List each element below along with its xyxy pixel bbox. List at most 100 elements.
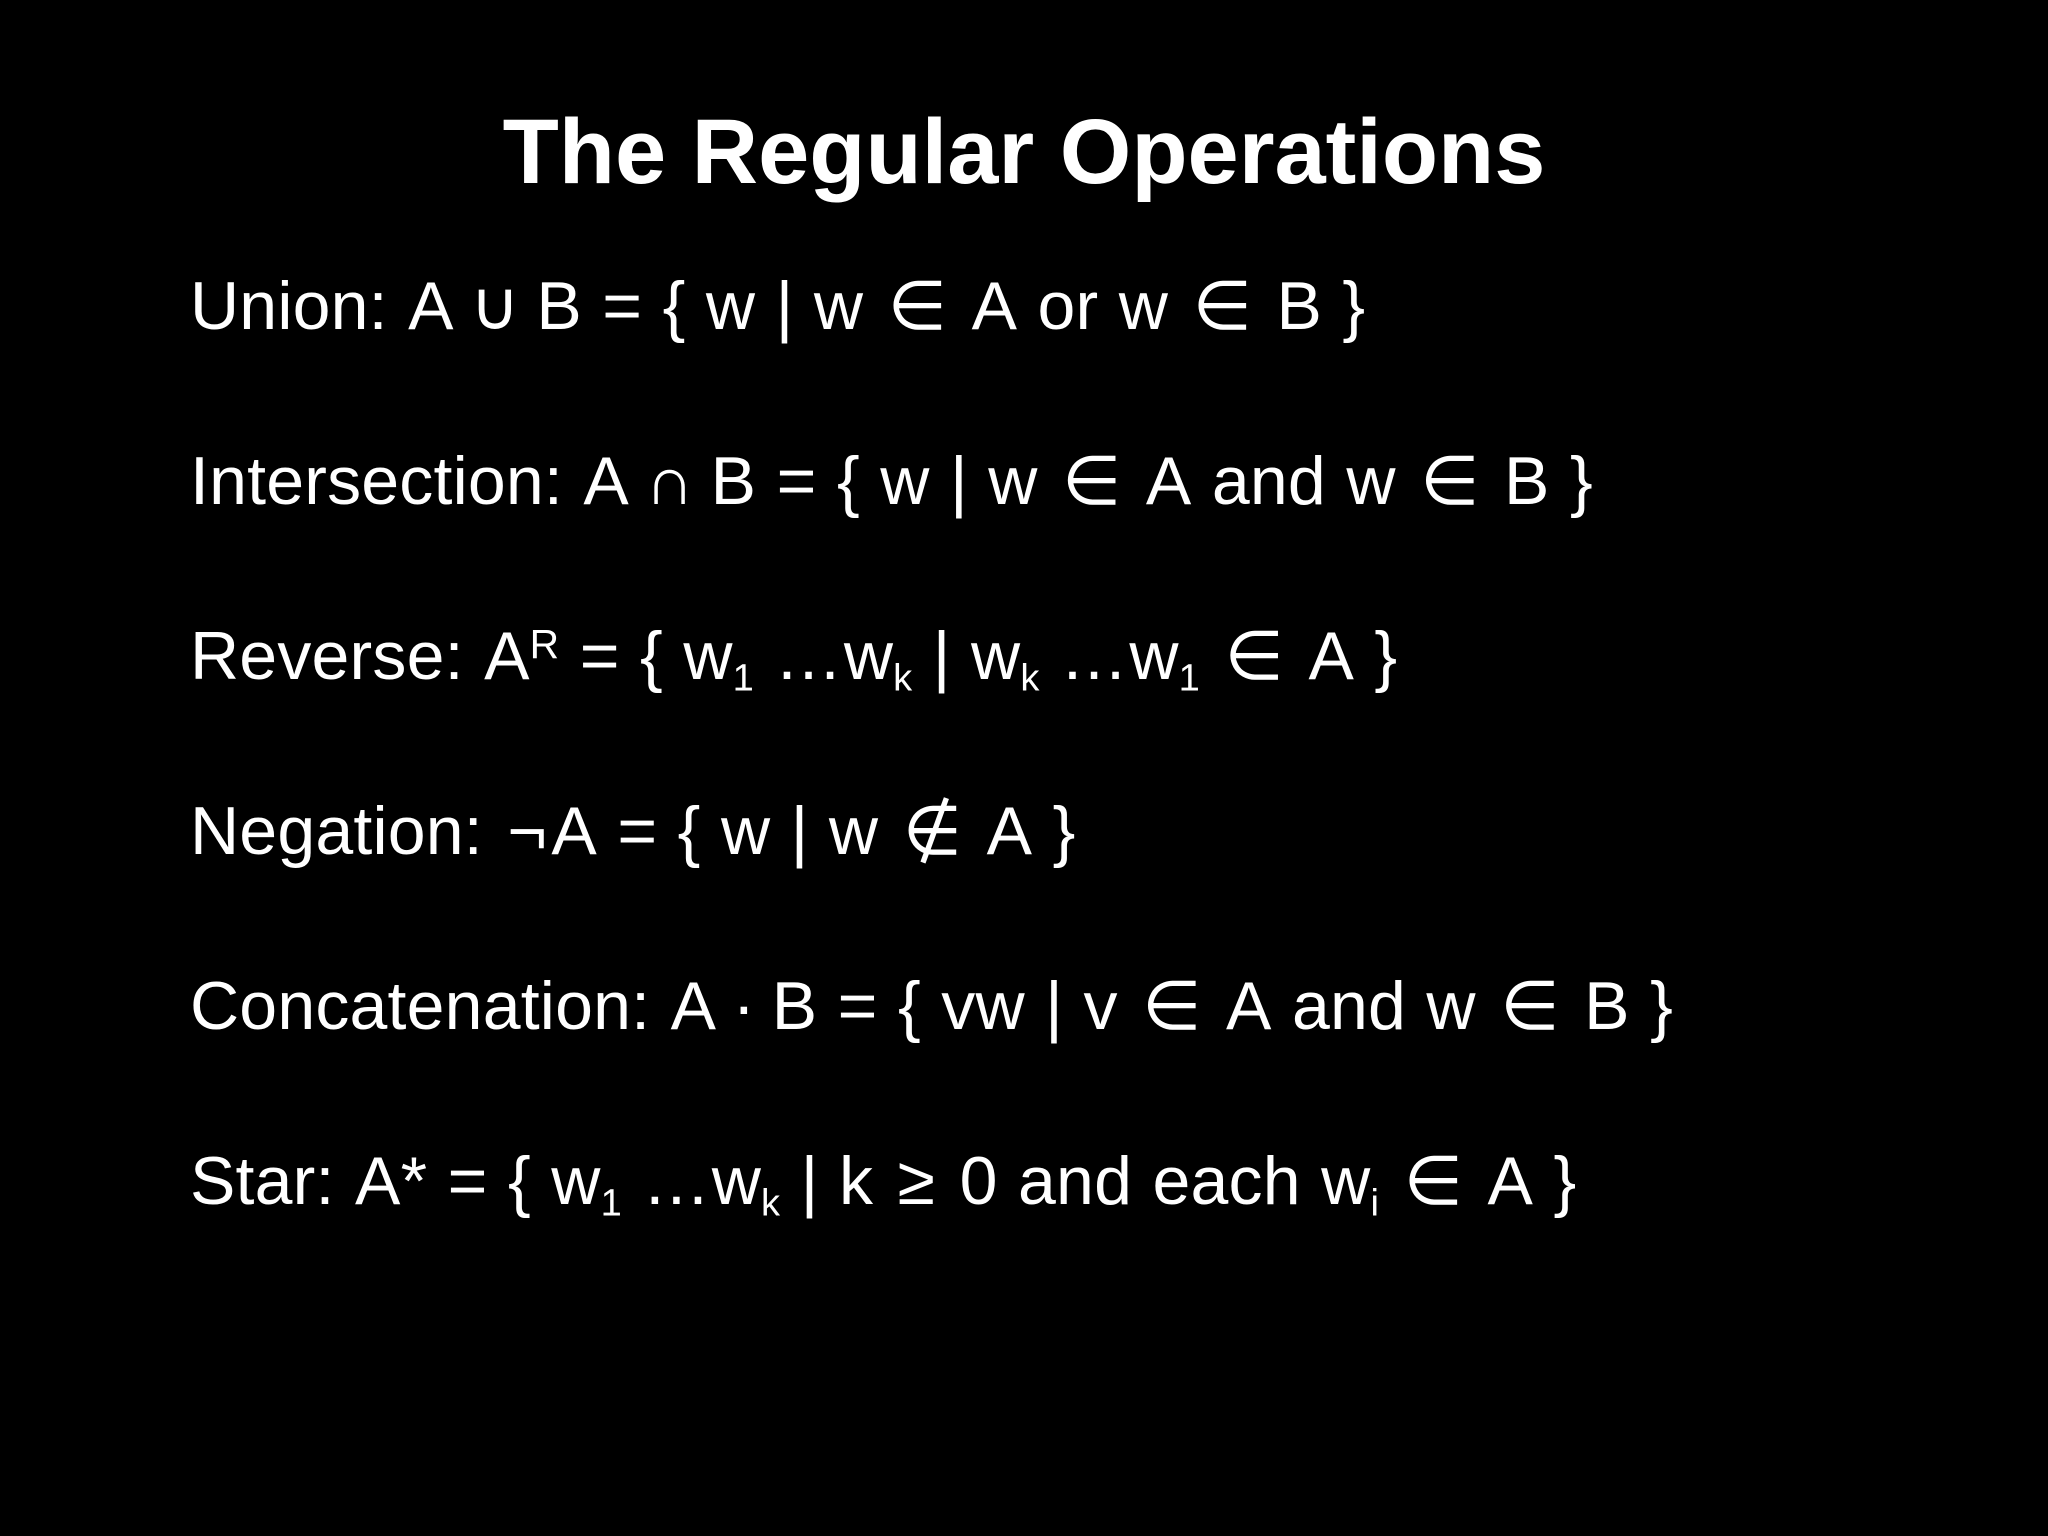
reverse-ellipsis: … <box>1059 618 1130 694</box>
concat-cond1-set: A <box>1226 968 1272 1044</box>
star-close-brace: } <box>1553 1143 1577 1219</box>
intersection-connective: and <box>1211 443 1326 519</box>
star-zero: 0 <box>959 1143 998 1219</box>
intersection-cond2-set: B <box>1504 443 1550 519</box>
element-of-icon: ∈ <box>1403 1143 1464 1219</box>
reverse-sub-1: 1 <box>732 657 755 700</box>
reverse-w-rev-last: w <box>1129 618 1179 694</box>
star-each: each <box>1152 1143 1301 1219</box>
dot-operator-icon: · <box>732 968 756 1044</box>
star-sub-1: 1 <box>600 1182 622 1225</box>
star-w-first: w <box>551 1143 601 1219</box>
operation-label-negation: Negation: <box>190 793 483 869</box>
negation-cond-var: w <box>828 793 879 869</box>
star-set: A <box>1487 1143 1534 1219</box>
concat-connective: and <box>1291 968 1407 1044</box>
negation-close-brace: } <box>1052 793 1076 869</box>
reverse-set: A <box>1308 618 1354 694</box>
reverse-equals: = <box>579 618 620 694</box>
element-of-icon: ∈ <box>1192 268 1252 344</box>
union-close-brace: } <box>1342 268 1366 344</box>
reverse-open-brace: { <box>640 618 663 694</box>
operation-label-reverse: Reverse: <box>190 618 464 694</box>
star-asterisk-icon: * <box>400 1143 428 1219</box>
concat-left-operand: A <box>670 968 717 1044</box>
operation-negation: Negation:¬A={w|w∉A} <box>190 797 1990 865</box>
negation-cond-set: A <box>986 793 1033 869</box>
reverse-sub-k: k <box>893 657 913 700</box>
element-of-icon: ∈ <box>1062 443 1122 519</box>
reverse-sub-k: k <box>1020 657 1040 700</box>
operation-label-intersection: Intersection: <box>190 443 564 519</box>
reverse-such-that-bar: | <box>932 618 951 694</box>
union-left-operand: A <box>408 268 454 344</box>
intersection-open-brace: { <box>836 443 860 519</box>
union-cond1-set: A <box>971 268 1018 344</box>
reverse-base: A <box>484 618 530 694</box>
negation-such-that-bar: | <box>790 793 809 869</box>
intersection-cond1-var: w <box>988 443 1038 519</box>
intersection-cond1-set: A <box>1145 443 1192 519</box>
reverse-ellipsis: … <box>774 618 844 694</box>
intersection-cond2-var: w <box>1346 443 1396 519</box>
union-element: w <box>705 268 756 344</box>
union-cond2-var: w <box>1118 268 1169 344</box>
union-open-brace: { <box>662 268 686 344</box>
element-of-icon: ∈ <box>1224 618 1284 694</box>
intersection-right-operand: B <box>710 443 757 519</box>
operation-label-concatenation: Concatenation: <box>190 968 651 1044</box>
operation-label-star: Star: <box>190 1143 335 1219</box>
concat-equals: = <box>837 968 878 1044</box>
star-w-last: w <box>711 1143 762 1219</box>
union-right-operand: B <box>536 268 582 344</box>
greater-equal-icon: ≥ <box>897 1143 936 1219</box>
not-element-of-icon: ∉ <box>902 793 963 869</box>
union-cond2-set: B <box>1276 268 1323 344</box>
star-ellipsis: … <box>642 1143 712 1219</box>
negation-element: w <box>720 793 771 869</box>
star-sub-i: i <box>1370 1182 1380 1225</box>
reverse-superscript: R <box>529 620 560 667</box>
intersection-close-brace: } <box>1569 443 1593 519</box>
concat-cond2-set: B <box>1584 968 1630 1044</box>
intersection-operator-icon: ∩ <box>645 443 695 519</box>
reverse-w-rev-first: w <box>971 618 1021 694</box>
star-k: k <box>838 1143 874 1219</box>
reverse-sub-1: 1 <box>1178 657 1201 700</box>
union-equals: = <box>602 268 643 344</box>
concat-such-that-bar: | <box>1045 968 1064 1044</box>
union-operator-icon: ∪ <box>470 268 521 344</box>
negation-equals: = <box>617 793 658 869</box>
star-equals: = <box>447 1143 488 1219</box>
element-of-icon: ∈ <box>1420 443 1480 519</box>
concat-close-brace: } <box>1650 968 1673 1044</box>
star-open-brace: { <box>507 1143 531 1219</box>
operation-reverse: Reverse:AR={w1…wk|wk…w1∈A} <box>190 618 1990 697</box>
union-cond1-var: w <box>813 268 864 344</box>
reverse-w-last: w <box>843 618 894 694</box>
star-base: A <box>355 1143 401 1219</box>
intersection-equals: = <box>776 443 817 519</box>
element-of-icon: ∈ <box>1500 968 1560 1044</box>
concat-cond2-var: w <box>1426 968 1476 1044</box>
reverse-close-brace: } <box>1374 618 1398 694</box>
concat-right-operand: B <box>771 968 818 1044</box>
star-w-i: w <box>1321 1143 1371 1219</box>
element-of-icon: ∈ <box>887 268 948 344</box>
concat-cond1-var: v <box>1083 968 1118 1044</box>
star-such-that-bar: | <box>800 1143 819 1219</box>
star-sub-k: k <box>761 1182 781 1225</box>
negation-operand: A <box>551 793 597 869</box>
page-title: The Regular Operations <box>502 100 1546 203</box>
negation-open-brace: { <box>677 793 701 869</box>
element-of-icon: ∈ <box>1142 968 1202 1044</box>
star-connective: and <box>1018 1143 1133 1219</box>
intersection-left-operand: A <box>583 443 629 519</box>
concat-open-brace: { <box>897 968 921 1044</box>
intersection-element: w <box>880 443 930 519</box>
